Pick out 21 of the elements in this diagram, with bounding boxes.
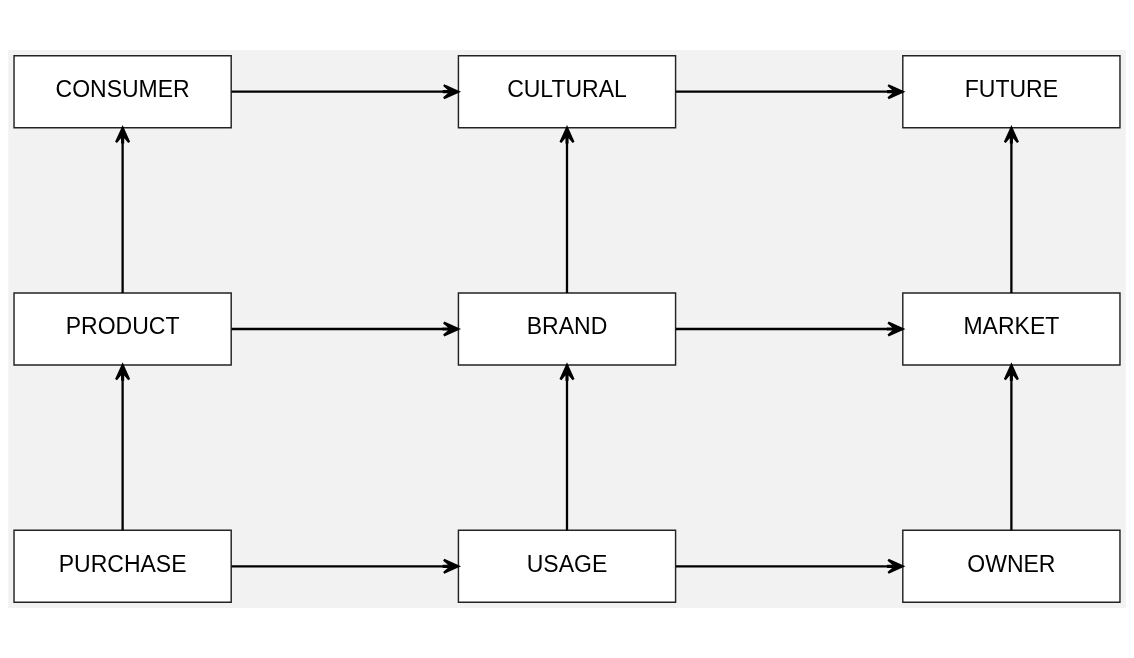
arrow bbox=[1003, 126, 1019, 293]
arrow bbox=[675, 84, 904, 100]
node-box: PRODUCT bbox=[13, 292, 232, 366]
arrow bbox=[675, 558, 904, 574]
arrow bbox=[231, 558, 460, 574]
arrow bbox=[1003, 364, 1019, 531]
arrow bbox=[115, 364, 131, 531]
arrow bbox=[115, 126, 131, 293]
node-box: OWNER bbox=[902, 529, 1121, 603]
arrow bbox=[231, 84, 460, 100]
arrow bbox=[559, 364, 575, 531]
arrow bbox=[231, 321, 460, 337]
arrow bbox=[675, 321, 904, 337]
arrow bbox=[559, 126, 575, 293]
node-box: BRAND bbox=[457, 292, 677, 366]
node-box: MARKET bbox=[902, 292, 1121, 366]
node-box: USAGE bbox=[457, 529, 677, 603]
node-box: PURCHASE bbox=[13, 529, 232, 603]
node-box: CONSUMER bbox=[13, 55, 232, 129]
node-box: FUTURE bbox=[902, 55, 1121, 129]
node-box: CULTURAL bbox=[457, 55, 677, 129]
